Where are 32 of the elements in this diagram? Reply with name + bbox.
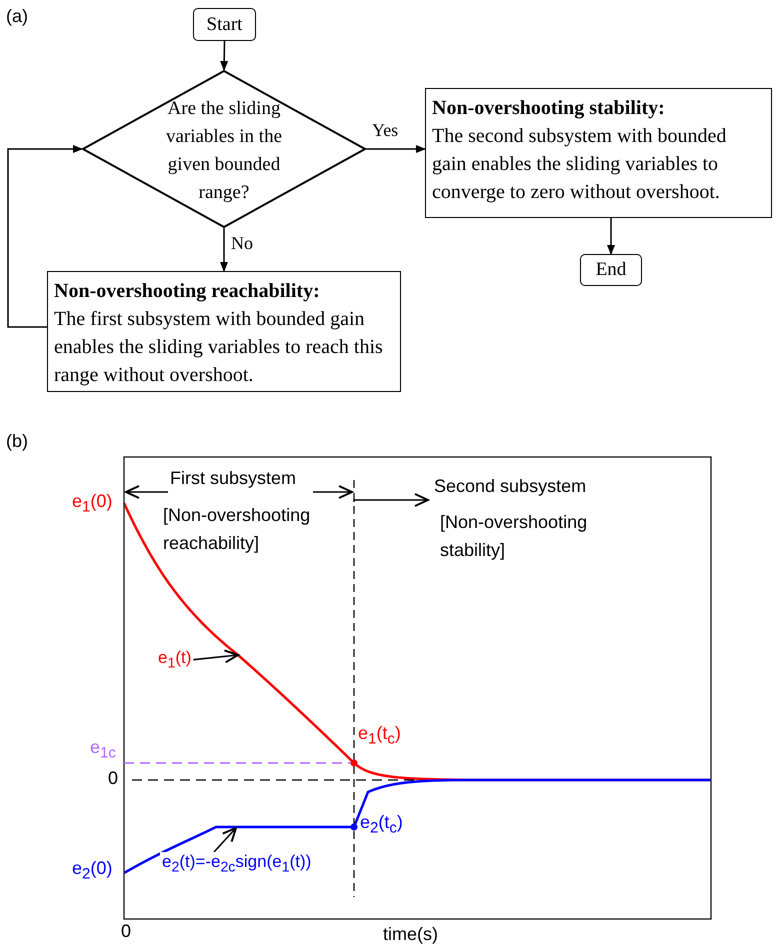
decision-text: Are the sliding variables in the given bounded range? xyxy=(164,97,284,205)
axis-title: time(s) xyxy=(383,924,438,945)
arrow xyxy=(7,145,83,328)
panel-label: (a) xyxy=(6,6,28,27)
terminal-box: End xyxy=(580,254,642,286)
process-box xyxy=(47,271,401,392)
curve-label: e$_{1}$(t$_{c}$) xyxy=(358,723,401,748)
arrow xyxy=(366,145,426,153)
response-curve xyxy=(123,778,711,874)
annotation-text: First subsystem xyxy=(170,468,296,489)
arrow xyxy=(220,228,228,272)
axis-label: e$_{1c}$ xyxy=(90,737,116,762)
arrow xyxy=(220,40,228,71)
leader-line xyxy=(213,827,237,853)
process-box xyxy=(425,88,772,218)
box-heading: Non-overshooting stability: xyxy=(432,96,666,121)
annotation-text: Second subsystem xyxy=(434,476,586,497)
annotation-text: [Non-overshooting reachability] xyxy=(163,504,312,555)
decision-diamond xyxy=(82,70,366,228)
leader-line xyxy=(193,649,239,664)
axis-tick-label: 0 xyxy=(121,921,132,942)
annotation-text: [Non-overshooting stability] xyxy=(440,511,588,562)
axis-tick-label: 0 xyxy=(108,768,118,789)
curve-label: e$_{2}$(t$_{c}$) xyxy=(360,812,403,837)
curve-label: e$_{1}$(0) xyxy=(72,491,112,516)
box-text: The second subsystem with bounded gain enables the sliding variables to converge to zero without overshoot. xyxy=(432,124,728,205)
arrow xyxy=(607,218,615,255)
curve-label: e$_{2}$(0) xyxy=(72,858,112,883)
box-heading: Non-overshooting reachability: xyxy=(54,279,321,304)
panel-label: (b) xyxy=(6,431,28,452)
terminal-box: Start xyxy=(193,8,256,41)
box-text: The first subsystem with bounded gain enables the sliding variables to reach this range without overshoot. xyxy=(54,307,384,388)
